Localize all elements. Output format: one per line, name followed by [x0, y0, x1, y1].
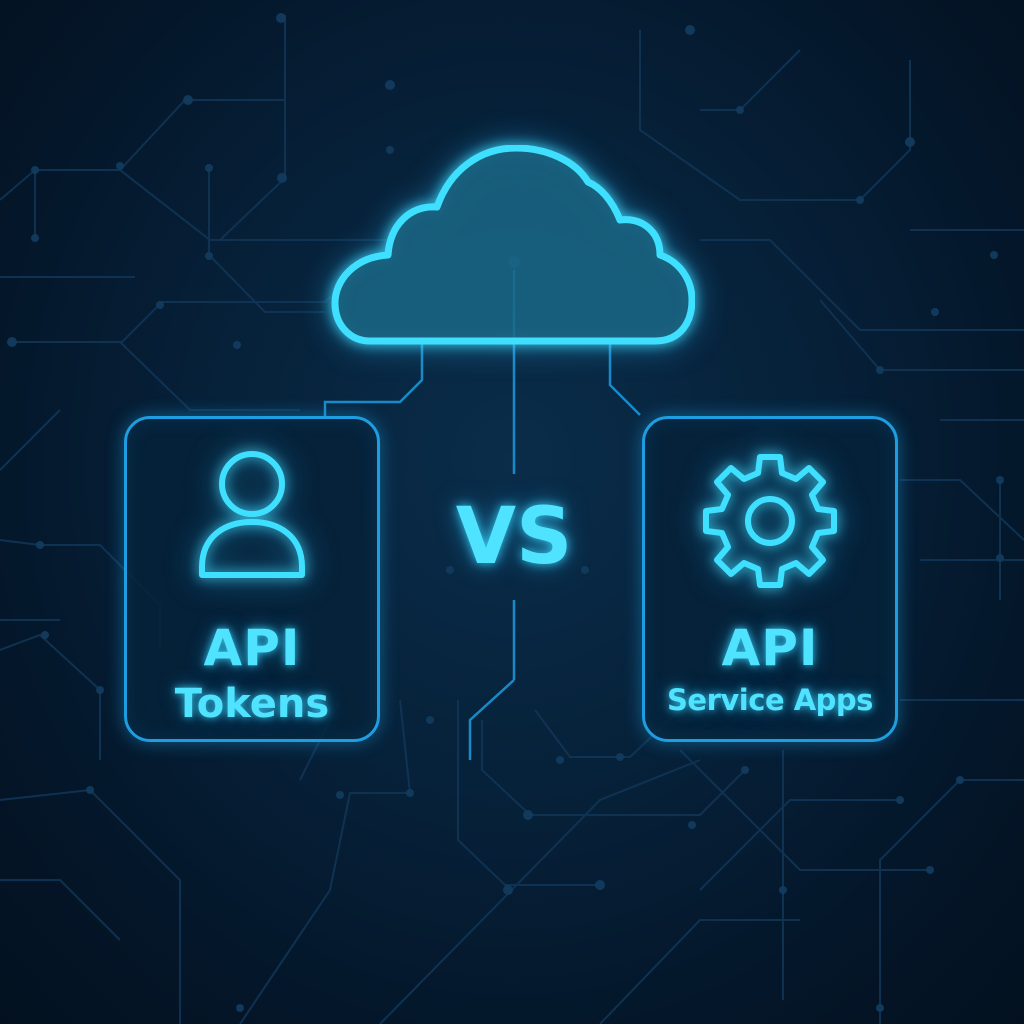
- api-tokens-subtitle: Tokens: [174, 681, 330, 727]
- user-icon: [199, 451, 305, 578]
- versus-label: VS: [455, 492, 573, 582]
- api-tokens-title: API: [203, 619, 301, 677]
- gear-icon: [703, 454, 837, 588]
- api-service-apps-title: API: [721, 619, 819, 677]
- api-service-apps-subtitle: Service Apps: [667, 683, 873, 717]
- api-service-apps-card[interactable]: API Service Apps: [642, 416, 898, 742]
- cloud-icon: [331, 145, 695, 345]
- api-tokens-card[interactable]: API Tokens: [124, 416, 380, 742]
